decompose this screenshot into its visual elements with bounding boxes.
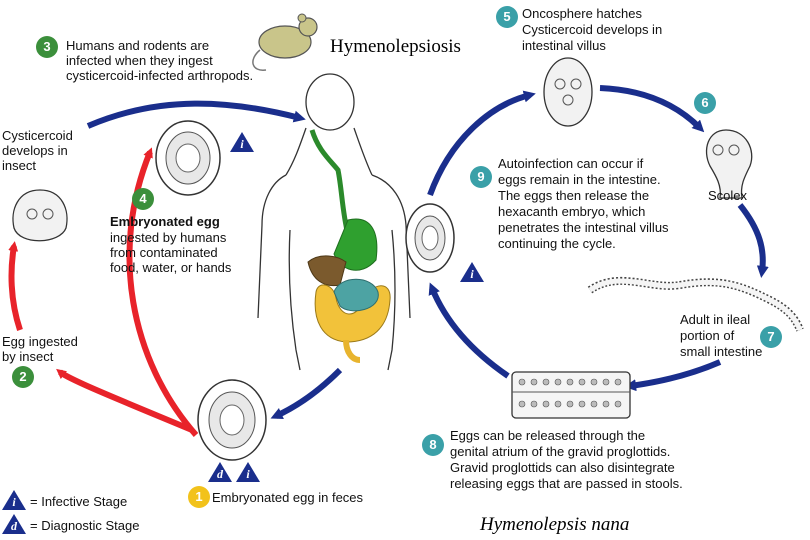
step-3-line-3: cysticercoid-infected arthropods. xyxy=(66,68,254,83)
step-9-line-6: continuing the cycle. xyxy=(498,236,616,251)
arrow-oncosphere-to-scolex xyxy=(599,85,705,133)
step-7-line-1: Adult in ileal xyxy=(680,312,751,327)
legend-infective-symbol: i xyxy=(12,495,16,509)
step-1-badge: 1 xyxy=(188,486,210,508)
step-9-line-4: hexacanth embryo, which xyxy=(498,204,646,219)
cysticercoid-line-2: develops in xyxy=(2,143,68,158)
cysticercoid-line-3: insect xyxy=(2,158,36,173)
legend-infective-icon xyxy=(2,490,26,510)
step-7-line-2: portion of xyxy=(680,328,735,343)
cysticercoid-insect-illustration xyxy=(12,189,68,242)
step-6-badge: 6 xyxy=(694,92,716,114)
step-7-line-3: small intestine xyxy=(680,344,763,359)
step-2-badge: 2 xyxy=(12,366,34,388)
diagnostic-icon-feces-label: d xyxy=(217,467,223,481)
step-9-line-1: Autoinfection can occur if xyxy=(498,156,644,171)
arrow-insect-to-cysticercoid xyxy=(8,241,23,331)
step-1-text: Embryonated egg in feces xyxy=(212,490,364,505)
legend-infective-text: = Infective Stage xyxy=(30,494,128,509)
step-8-badge: 8 xyxy=(422,434,444,456)
step-5-badge: 5 xyxy=(496,6,518,28)
step-5-line-2: Cysticercoid develops in xyxy=(522,22,663,37)
step-8-line-3: Gravid proglottids can also disintegrate xyxy=(450,460,675,475)
rodent-illustration xyxy=(252,13,318,71)
step-4-line-2: ingested by humans xyxy=(110,230,227,245)
arrow-egg-to-insect xyxy=(56,368,194,433)
species-caption: Hymenolepsis nana xyxy=(480,514,630,535)
step-2-line-2: by insect xyxy=(2,349,54,364)
legend-diagnostic-icon xyxy=(2,514,26,534)
arrow-scolex-to-adult xyxy=(737,203,769,278)
step-3-line-2: infected when they ingest xyxy=(66,53,213,68)
legend-diagnostic-symbol: d xyxy=(11,519,17,533)
arrow-human-to-oncosphere xyxy=(427,90,536,197)
digestive-tract xyxy=(307,129,391,363)
infective-icon-feces-label: i xyxy=(246,467,250,481)
step-3-line-1: Humans and rodents are xyxy=(66,38,210,53)
diagnostic-icon-feces xyxy=(208,462,232,482)
egg-feces-illustration xyxy=(197,379,267,461)
infective-icon-auto-label: i xyxy=(470,267,474,281)
legend-diagnostic-text: = Diagnostic Stage xyxy=(30,518,140,533)
step-9-line-3: The eggs then release the xyxy=(498,188,650,203)
arrow-cyst-to-human xyxy=(86,100,306,129)
step-5-line-1: Oncosphere hatches xyxy=(522,6,642,21)
diagram-title: Hymenolepsiosis xyxy=(330,36,461,57)
infective-icon-top-label: i xyxy=(240,137,244,151)
step-9-line-5: penetrates the intestinal villus xyxy=(498,220,669,235)
step-8-line-4: releasing eggs that are passed in stools… xyxy=(450,476,683,491)
arrow-proglottid-to-egg xyxy=(428,282,510,379)
step-8-line-2: genital atrium of the gravid proglottids… xyxy=(450,444,671,459)
egg-autoinfection-illustration xyxy=(405,203,455,273)
infective-icon-feces xyxy=(236,462,260,482)
step-4-line-3: from contaminated xyxy=(110,245,218,260)
adult-worm-illustration xyxy=(587,276,804,332)
step-8-line-1: Eggs can be released through the xyxy=(450,428,646,443)
scolex-illustration xyxy=(705,129,753,199)
step-4-line-1: Embryonated egg xyxy=(110,214,220,229)
step-5-line-3: intestinal villus xyxy=(522,38,606,53)
cysticercoid-line-1: Cysticercoid xyxy=(2,128,73,143)
egg-ingested-illustration xyxy=(155,120,221,196)
arrow-adult-to-proglottid xyxy=(624,359,722,392)
step-4-line-4: food, water, or hands xyxy=(110,260,232,275)
step-2-line-1: Egg ingested xyxy=(2,334,78,349)
step-3-badge: 3 xyxy=(36,36,58,58)
oncosphere-illustration xyxy=(543,57,593,127)
step-7-badge: 7 xyxy=(760,326,782,348)
arrow-human-to-feces xyxy=(270,367,343,419)
step-9-line-2: eggs remain in the intestine. xyxy=(498,172,661,187)
human-figure xyxy=(257,73,411,371)
gravid-proglottid-illustration xyxy=(511,371,631,419)
step-4-badge: 4 xyxy=(132,188,154,210)
step-9-badge: 9 xyxy=(470,166,492,188)
infective-icon-top xyxy=(230,132,254,152)
step-6-text: Scolex xyxy=(708,188,748,203)
infective-icon-auto xyxy=(460,262,484,282)
